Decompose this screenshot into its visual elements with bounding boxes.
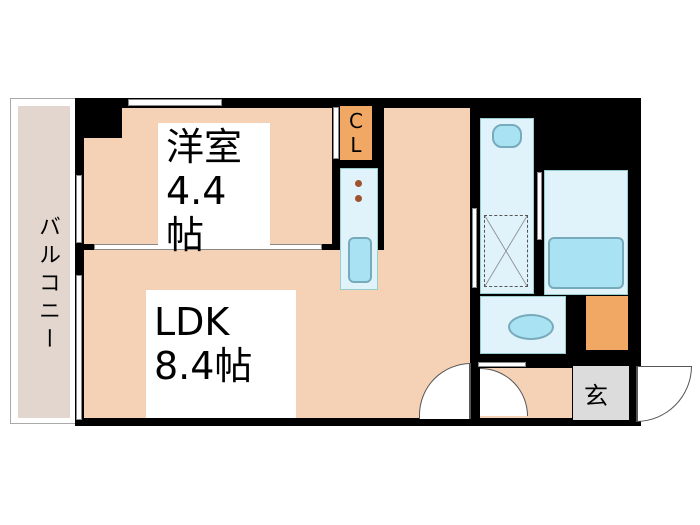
door[interactable] (472, 208, 477, 288)
entrance-door-swing[interactable] (636, 366, 692, 422)
shoe-storage (586, 296, 628, 350)
window[interactable] (76, 175, 82, 243)
bathtub-icon (548, 237, 624, 289)
entrance-label: 玄 (584, 382, 608, 410)
washbasin-icon (492, 124, 522, 148)
washing-machine-space (484, 215, 528, 287)
closet-door[interactable] (333, 107, 339, 159)
toilet-icon (508, 314, 554, 340)
stove-burner-icon (355, 180, 362, 187)
toilet-door[interactable] (478, 362, 526, 367)
window[interactable] (76, 275, 82, 420)
balcony-floor (18, 106, 70, 418)
western-room-label: 洋室 4.4帖 (158, 123, 270, 257)
entrance (573, 366, 629, 420)
sink-icon (348, 237, 372, 283)
stove-burner-icon (355, 195, 362, 202)
ldk-label: LDK 8.4帖 (146, 290, 296, 418)
balcony-label: バルコニー (35, 215, 60, 355)
window[interactable] (128, 99, 222, 106)
door[interactable] (537, 172, 542, 240)
closet: C L (340, 106, 372, 160)
